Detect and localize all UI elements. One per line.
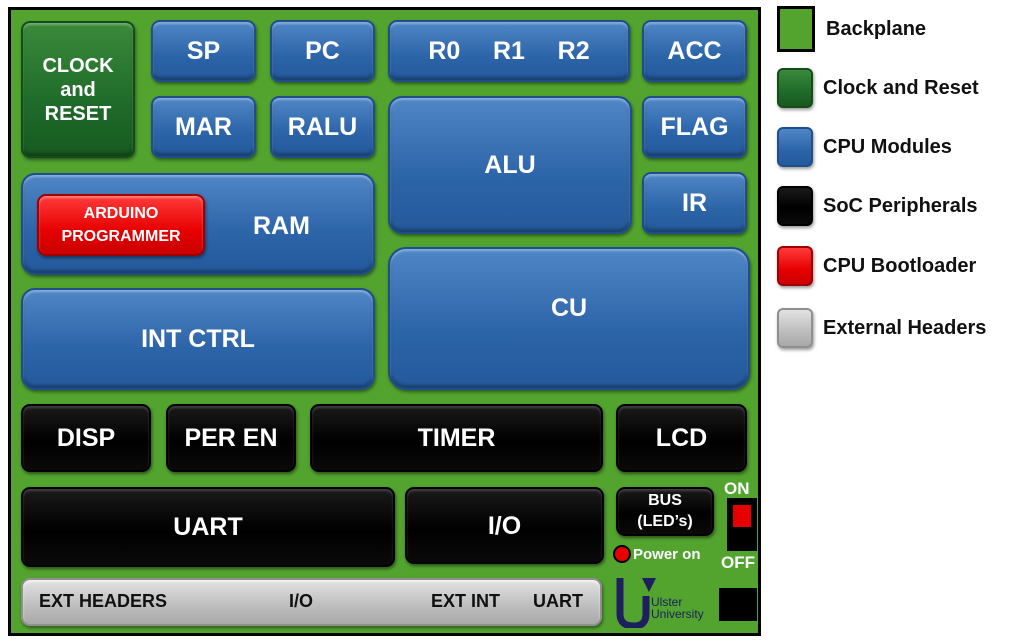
cu-module: CU bbox=[388, 247, 750, 390]
per-en-module: PER EN bbox=[166, 404, 296, 472]
timer-module: TIMER bbox=[310, 404, 603, 472]
legend-item-soc-peripherals: SoC Peripherals bbox=[777, 185, 978, 227]
ulster-logo-mark-icon bbox=[616, 578, 656, 630]
disp-module: DISP bbox=[21, 404, 151, 472]
legend-swatch-external-headers bbox=[777, 308, 813, 348]
ext-headers-uart-label: UART bbox=[533, 591, 583, 612]
ext-headers-title: EXT HEADERS bbox=[39, 591, 168, 612]
power-switch[interactable] bbox=[727, 498, 757, 551]
logo-text-ulster: Ulster bbox=[651, 595, 683, 609]
register-r0-label: R0 bbox=[428, 37, 461, 65]
uart-module: UART bbox=[21, 487, 395, 567]
external-headers-strip: EXT HEADERS I/O EXT INT UART bbox=[21, 578, 602, 626]
power-switch-toggle bbox=[733, 505, 751, 527]
legend-swatch-backplane bbox=[777, 6, 815, 52]
legend-item-cpu-modules: CPU Modules bbox=[777, 126, 952, 168]
ralu-module: RALU bbox=[270, 96, 375, 158]
power-led bbox=[613, 545, 631, 563]
legend-label: SoC Peripherals bbox=[823, 194, 978, 217]
bus-leds-module: BUS (LED’s) bbox=[616, 487, 714, 536]
mar-module: MAR bbox=[151, 96, 256, 158]
legend-swatch-clock-reset bbox=[777, 68, 813, 108]
lcd-module: LCD bbox=[616, 404, 747, 472]
legend-item-clock-reset: Clock and Reset bbox=[777, 67, 979, 109]
legend-label: External Headers bbox=[823, 316, 987, 339]
registers-module: R0 R1 R2 bbox=[388, 20, 630, 82]
register-r2-label: R2 bbox=[557, 37, 590, 65]
flag-module: FLAG bbox=[642, 96, 747, 158]
alu-module: ALU bbox=[388, 96, 632, 234]
ram-label: RAM bbox=[253, 212, 310, 240]
power-on-label: Power on bbox=[633, 546, 701, 563]
ir-module: IR bbox=[642, 172, 747, 234]
pc-module: PC bbox=[270, 20, 375, 82]
logo-text-university: University bbox=[651, 607, 704, 621]
ext-headers-ext-int-label: EXT INT bbox=[431, 591, 501, 612]
logo-black-square bbox=[719, 588, 757, 621]
legend-swatch-soc-peripherals bbox=[777, 186, 813, 226]
legend-label: CPU Bootloader bbox=[823, 254, 977, 277]
switch-off-label: OFF bbox=[721, 553, 755, 572]
legend-swatch-cpu-modules bbox=[777, 127, 813, 167]
legend-label: CPU Modules bbox=[823, 135, 952, 158]
clock-reset-module: CLOCK and RESET bbox=[21, 21, 135, 158]
ulster-university-logo: Ulster University bbox=[616, 574, 716, 630]
legend-item-backplane: Backplane bbox=[777, 6, 927, 52]
acc-module: ACC bbox=[642, 20, 747, 82]
int-ctrl-module: INT CTRL bbox=[21, 288, 375, 390]
legend-swatch-cpu-bootloader bbox=[777, 246, 813, 286]
io-module: I/O bbox=[405, 487, 604, 564]
sp-module: SP bbox=[151, 20, 256, 82]
ext-headers-io-label: I/O bbox=[289, 591, 314, 612]
legend-item-external-headers: External Headers bbox=[777, 307, 986, 349]
legend-item-cpu-bootloader: CPU Bootloader bbox=[777, 245, 976, 287]
register-r1-label: R1 bbox=[493, 37, 525, 65]
legend-label: Clock and Reset bbox=[823, 76, 979, 99]
switch-on-label: ON bbox=[724, 479, 750, 498]
arduino-programmer-module: ARDUINO PROGRAMMER bbox=[37, 194, 205, 256]
legend-label: Backplane bbox=[826, 17, 927, 40]
